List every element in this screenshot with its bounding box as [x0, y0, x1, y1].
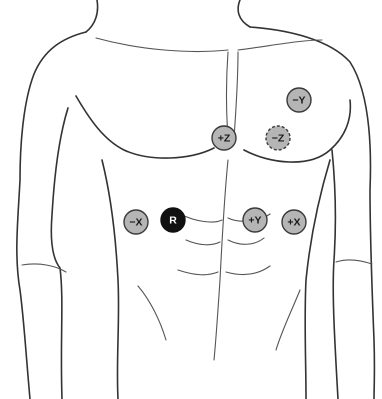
torso-outline [17, 0, 375, 399]
electrode-pos-y-label: +Y [248, 215, 261, 227]
electrode-pos-x-label: +X [287, 217, 300, 229]
electrode-neg-y-label: −Y [292, 95, 305, 107]
electrode-neg-x-label: −X [129, 217, 142, 229]
electrode-pos-y: +Y [243, 208, 267, 232]
electrode-ref: R [161, 208, 185, 232]
electrode-pos-z: +Z [212, 126, 236, 150]
electrode-ref-label: R [169, 215, 177, 227]
electrode-pos-z-label: +Z [218, 133, 231, 145]
electrode-neg-z: −Z [266, 126, 290, 150]
electrode-neg-z-label: −Z [272, 133, 285, 145]
electrode-pos-x: +X [282, 210, 306, 234]
electrode-neg-x: −X [124, 210, 148, 234]
electrode-neg-y: −Y [287, 88, 311, 112]
